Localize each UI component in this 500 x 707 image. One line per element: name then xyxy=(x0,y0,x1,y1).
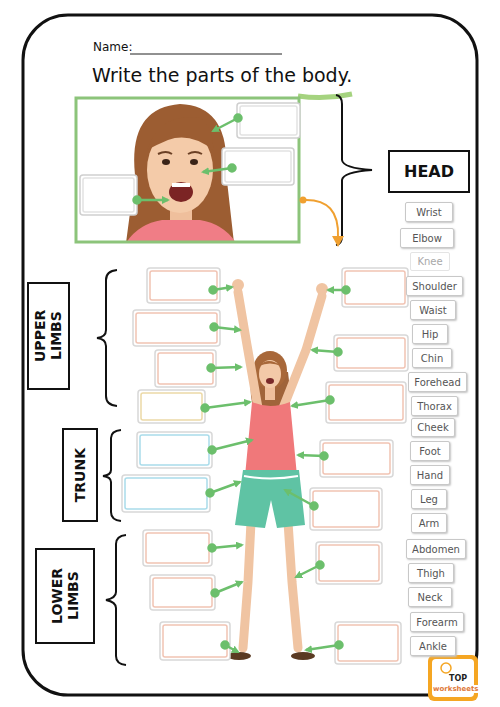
answer-boxes xyxy=(80,103,300,215)
word-bank-word: Hip xyxy=(422,329,439,340)
photo-frame xyxy=(76,98,299,242)
word-bank-box: Thigh xyxy=(408,563,454,583)
word-bank-word: Foot xyxy=(419,446,441,457)
word-bank-box: Chin xyxy=(412,348,452,368)
word-bank-word: Neck xyxy=(418,592,443,603)
word-bank-word: Wrist xyxy=(416,207,441,218)
word-bank-word: Forehead xyxy=(414,377,461,388)
watermark-text: TOP xyxy=(449,674,467,683)
word-bank-word: Arm xyxy=(419,518,440,529)
word-bank-box: Forehead xyxy=(408,372,467,392)
word-bank-word: Leg xyxy=(420,494,438,505)
word-bank-word: Abdomen xyxy=(412,544,460,555)
word-bank-word: Thorax xyxy=(417,401,452,412)
face-photo xyxy=(76,98,299,242)
section-box: HEAD xyxy=(388,150,470,193)
section-label: LOWER LIMBS xyxy=(49,553,81,639)
word-bank-word: Elbow xyxy=(412,233,442,244)
word-bank-box: Leg xyxy=(411,489,447,509)
section-label: HEAD xyxy=(404,162,454,181)
word-bank-box: Hip xyxy=(412,324,448,344)
section-box: TRUNK xyxy=(62,428,98,522)
word-bank-word: Knee xyxy=(417,256,442,267)
word-bank-word: Thigh xyxy=(417,568,445,579)
page-frame xyxy=(23,15,477,695)
lower-limbs-bracket xyxy=(106,535,126,665)
orange-arrowhead xyxy=(332,236,344,247)
section-label: UPPER LIMBS xyxy=(32,287,64,385)
upper-limbs-bracket xyxy=(97,270,117,406)
section-box: LOWER LIMBS xyxy=(35,548,95,644)
word-bank-box: Ankle xyxy=(410,636,456,656)
girl-figure xyxy=(227,279,328,660)
orange-dot xyxy=(300,197,307,204)
name-line xyxy=(130,54,282,55)
word-bank-word: Forearm xyxy=(416,617,457,628)
word-bank-box: Waist xyxy=(410,300,456,320)
worksheet-title: Write the parts of the body. xyxy=(92,64,352,86)
word-bank-box: Neck xyxy=(408,587,452,607)
word-bank-box: Knee xyxy=(410,252,450,271)
name-label: Name: xyxy=(93,40,132,54)
word-bank-word: Hand xyxy=(417,470,443,481)
word-bank-word: Ankle xyxy=(419,641,447,652)
body-answer-boxes xyxy=(122,268,408,664)
body-leaders xyxy=(202,287,350,653)
word-bank-word: Waist xyxy=(419,305,446,316)
word-bank-box: Hand xyxy=(410,465,450,485)
watermark-icon xyxy=(441,663,451,673)
word-bank-box: Wrist xyxy=(405,202,453,222)
word-bank-box: Cheek xyxy=(411,418,455,437)
head-bracket xyxy=(336,95,372,245)
word-bank-box: Forearm xyxy=(410,612,464,632)
word-bank-box: Foot xyxy=(410,441,450,461)
word-bank-word: Cheek xyxy=(417,422,448,433)
word-bank-box: Abdomen xyxy=(406,539,466,559)
orange-arrow xyxy=(303,200,338,238)
section-box: UPPER LIMBS xyxy=(27,282,70,390)
word-bank-box: Shoulder xyxy=(406,276,463,296)
word-bank-box: Elbow xyxy=(400,228,454,248)
word-bank-word: Chin xyxy=(421,353,443,364)
watermark-text: worksheets xyxy=(433,685,479,693)
word-bank-word: Shoulder xyxy=(412,281,457,292)
section-label: TRUNK xyxy=(72,448,88,502)
word-bank-box: Arm xyxy=(411,513,447,533)
watermark-logo xyxy=(428,655,478,701)
word-bank-box: Thorax xyxy=(411,396,458,416)
decor-curve xyxy=(298,94,352,98)
head-leaders xyxy=(134,115,242,204)
trunk-bracket xyxy=(103,430,121,521)
